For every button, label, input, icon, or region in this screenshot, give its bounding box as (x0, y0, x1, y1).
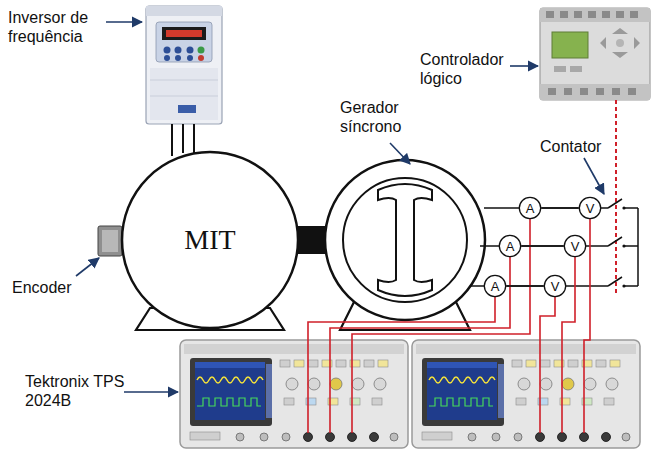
voltmeter-symbol: V (564, 235, 586, 257)
voltmeter-symbol: V (544, 275, 566, 297)
node-text: A (499, 235, 521, 257)
node-text: A (519, 197, 541, 219)
oscilloscope-label: Tektronix TPS 2024B (25, 372, 125, 410)
phase-wire (507, 285, 544, 287)
voltmeter-symbol: V (579, 197, 601, 219)
ammeter-symbol: A (499, 235, 521, 257)
node-text: V (579, 197, 601, 219)
motor-circle: MIT (120, 150, 300, 330)
encoder-label: Encoder (12, 278, 92, 297)
ammeter-symbol: A (519, 197, 541, 219)
ammeter-symbol: A (484, 275, 506, 297)
node-text: V (564, 235, 586, 257)
inverter-label: Inversor de frequência (8, 8, 108, 46)
phase-wire (542, 207, 579, 209)
phase-wire (522, 245, 564, 247)
node-text: MIT (120, 150, 300, 330)
node-text: A (484, 275, 506, 297)
controller-label: Controlador lógico (420, 50, 515, 88)
node-text: V (544, 275, 566, 297)
contactor-label: Contator (540, 137, 620, 156)
generator-label: Gerador síncrono (340, 98, 420, 136)
